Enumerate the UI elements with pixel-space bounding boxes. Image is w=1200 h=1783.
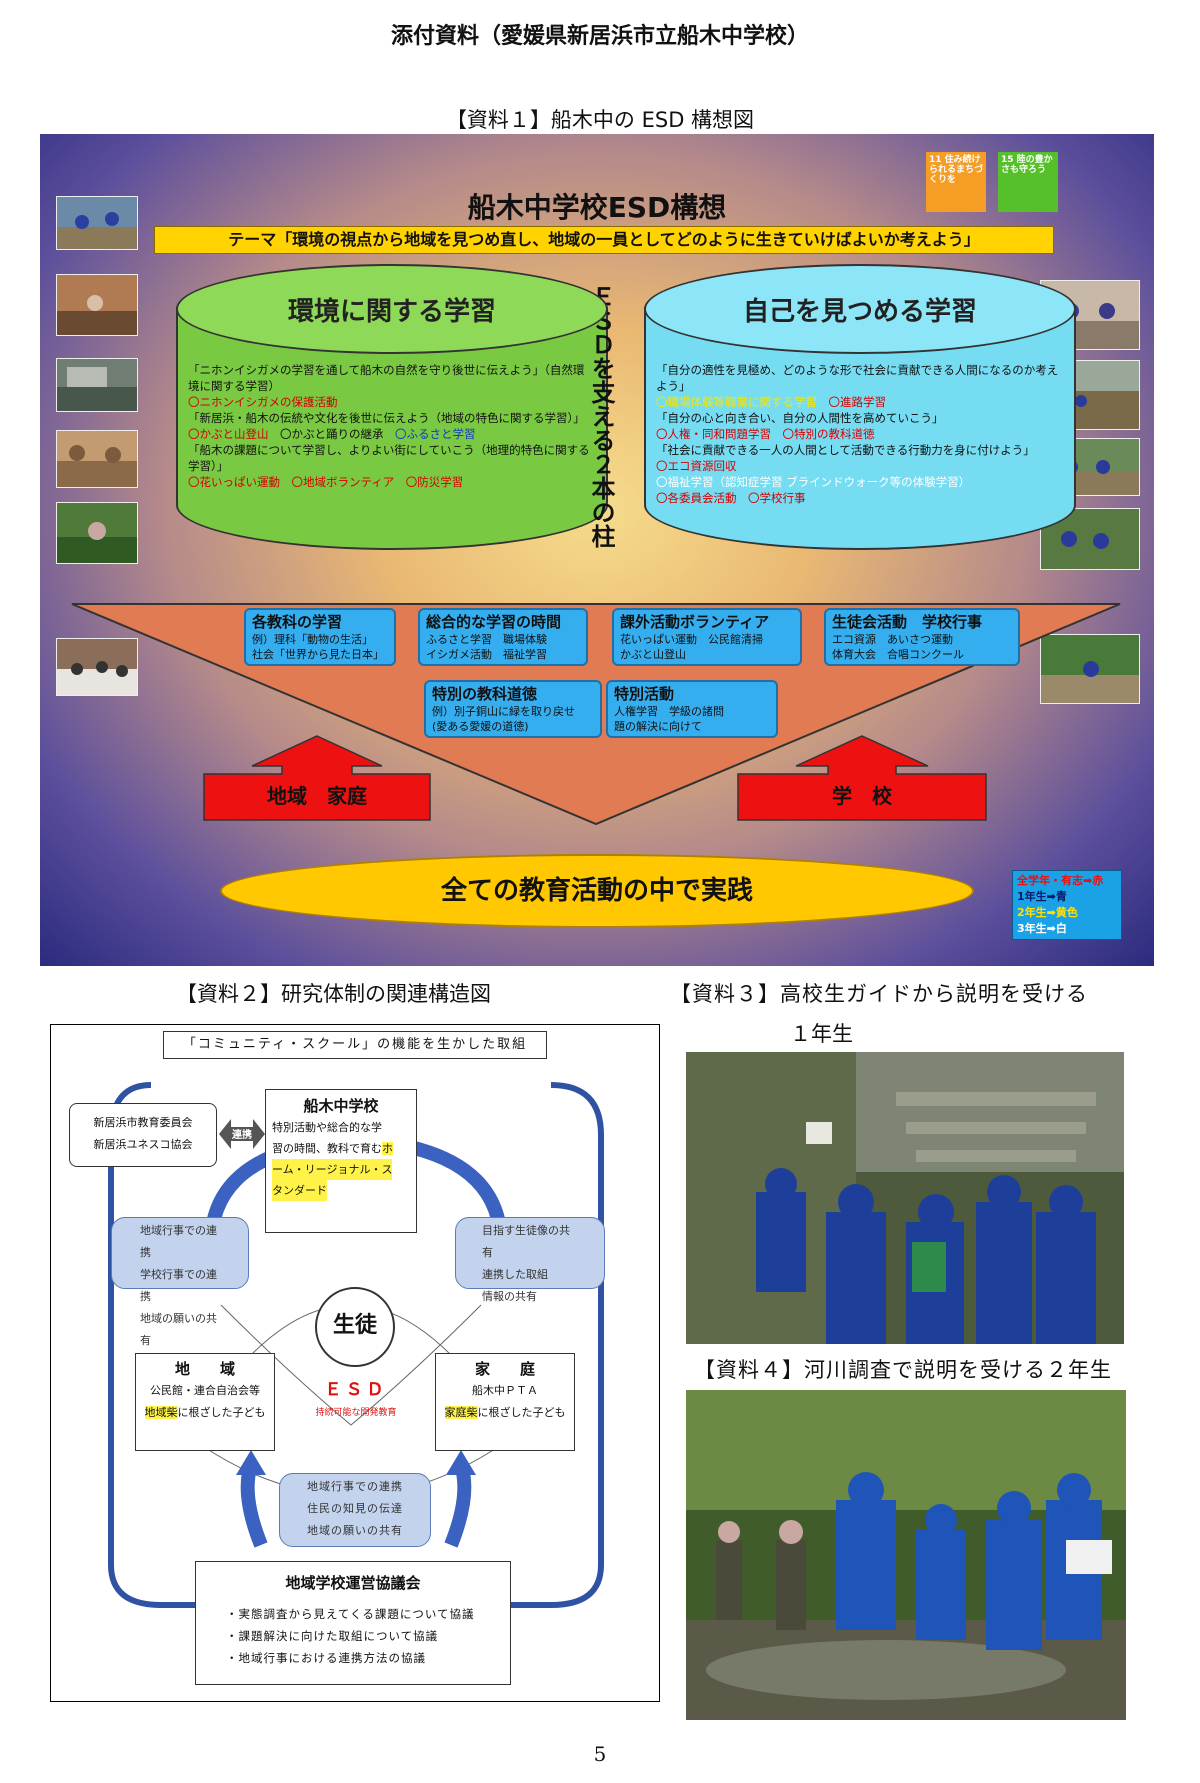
box-student-council: 生徒会活動 学校行事エコ資源 あいさつ運動体育大会 合唱コンクール — [824, 608, 1020, 666]
renkei-label: 連携 — [227, 1126, 257, 1141]
env-learning-title: 環境に関する学習 — [176, 264, 608, 354]
fig1-caption: 【資料１】船木中の ESD 構想図 — [0, 104, 1200, 134]
esd-label: ＥＳＤ — [291, 1375, 421, 1400]
school-council-box: 地域学校運営協議会 ・実態調査から見えてくる課題について協議・課題解決に向けた取… — [195, 1561, 511, 1685]
fig3-caption-line1: 【資料３】高校生ガイドから説明を受ける — [670, 978, 1088, 1008]
fig2-caption: 【資料２】研究体制の関連構造図 — [176, 978, 491, 1008]
arrow-school-label: 学 校 — [736, 780, 988, 809]
fig3-caption-line2: １年生 — [790, 1018, 853, 1048]
region-box: 地 域 公民館・連合自治会等 地域柴に根ざした子ども — [135, 1353, 275, 1451]
box-subjects: 各教科の学習例）理科「動物の生活」社会「世界から見た日本」 — [244, 608, 396, 666]
practice-ellipse: 全ての教育活動の中で実践 — [220, 854, 974, 928]
student-circle: 生徒 — [315, 1287, 395, 1367]
arrow-community-label: 地域 家庭 — [202, 780, 432, 809]
self-learning-title: 自己を見つめる学習 — [644, 264, 1076, 354]
funaki-jhs-box: 船木中学校 特別活動や総合的な学 習の時間、教科で育むホ ーム・リージョナル・ス… — [265, 1089, 417, 1233]
photo-river-survey — [686, 1390, 1126, 1720]
community-knowledge-bubble: 地域行事での連携住民の知見の伝達地域の願いの共有 — [279, 1473, 431, 1547]
board-of-education-box: 新居浜市教育委員会新居浜ユネスコ協会 — [69, 1103, 217, 1167]
home-box: 家 庭 船木中ＰＴＡ 家庭柴に根ざした子ども — [435, 1353, 575, 1451]
esd-sublabel: 持続可能な開発教育 — [291, 1405, 421, 1418]
color-legend: 全学年・有志➡赤 1年生➡青 2年生➡黄色 3年生➡白 — [1012, 870, 1122, 940]
page-title: 添付資料（愛媛県新居浜市立船木中学校） — [0, 18, 1200, 50]
box-moral-education: 特別の教科道徳例）別子銅山に緑を取り戻せ(愛ある愛媛の道徳) — [424, 680, 602, 738]
research-structure-diagram: 「コミュニティ・スクール」の機能を生かした取組 新居浜市教育委員会新居浜ユネスコ… — [50, 1024, 660, 1702]
community-school-banner: 「コミュニティ・スクール」の機能を生かした取組 — [163, 1031, 547, 1059]
foundation-triangle — [40, 134, 1154, 966]
community-shared-bubble: 地域行事での連携学校行事での連携地域の願いの共有 — [111, 1217, 249, 1289]
esd-concept-diagram: 11 住み続けられるまちづくりを 15 陸の豊かさも守ろう 船木中学校ESD構想… — [40, 134, 1154, 966]
box-special-activities: 特別活動人権学習 学級の諸問題の解決に向けて — [606, 680, 778, 738]
school-shared-bubble: 目指す生徒像の共有連携した取組情報の共有 — [455, 1217, 605, 1289]
box-integrated-study: 総合的な学習の時間ふるさと学習 職場体験イシガメ活動 福祉学習 — [418, 608, 588, 666]
fig4-caption: 【資料４】河川調査で説明を受ける２年生 — [694, 1354, 1112, 1384]
self-learning-cylinder: 自己を見つめる学習 「自分の適性を見極め、どのような形で社会に貢献できる人間にな… — [644, 264, 1072, 546]
box-volunteer: 課外活動ボランティア花いっぱい運動 公民館清掃かぶと山登山 — [612, 608, 802, 666]
photo-high-school-guide — [686, 1052, 1124, 1344]
page-number: 5 — [0, 1742, 1200, 1766]
